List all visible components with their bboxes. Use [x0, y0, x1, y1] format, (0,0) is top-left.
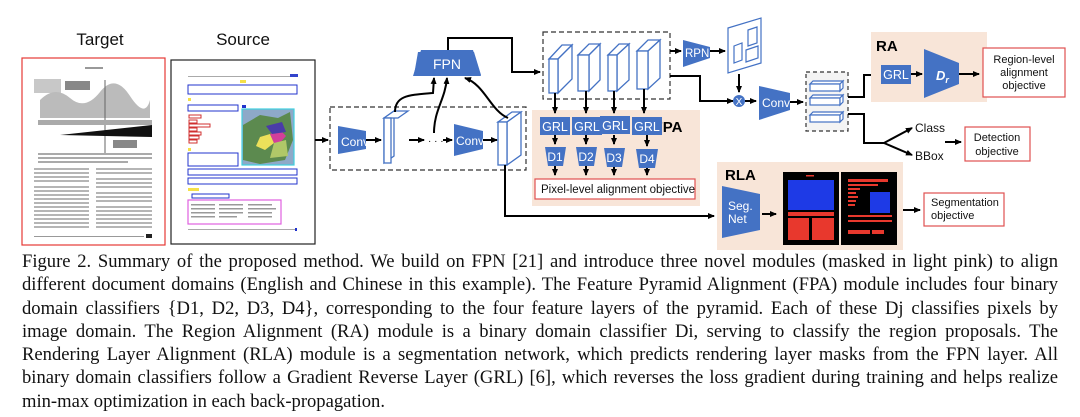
conv-block-2: Conv: [454, 124, 484, 156]
backbone-feature-map-1: [381, 109, 411, 165]
discriminator-d2: D2: [576, 147, 597, 166]
fpa-grl-2: GRL: [572, 117, 602, 135]
region-level-objective: Region-level alignment objective: [982, 47, 1066, 98]
svg-text:Region-level: Region-level: [993, 54, 1054, 66]
fpa-discriminators: D1 D2 D3 D4: [545, 147, 658, 168]
fpa-grl-1: GRL: [540, 117, 570, 135]
pyramid-level-3: [606, 42, 631, 93]
svg-text:objective: objective: [931, 210, 974, 222]
source-label: Source: [216, 30, 270, 49]
ra-title: RA: [876, 38, 898, 55]
pixel-level-objective: Pixel-level alignment objective: [534, 178, 696, 200]
segmentation-objective: Segmentation objective: [923, 192, 1005, 227]
svg-text:Segmentation: Segmentation: [931, 197, 999, 209]
pyramid-level-2: [576, 42, 602, 93]
svg-text:D1: D1: [547, 150, 563, 164]
class-label: Class: [915, 121, 945, 135]
fpa-arrows: [552, 89, 650, 176]
svg-text:D3: D3: [606, 151, 622, 165]
detection-objective: Detection objective: [964, 126, 1031, 162]
svg-text:Seg.: Seg.: [728, 199, 753, 213]
rpn-block: RPN: [683, 40, 710, 67]
conv-1-label: Conv: [341, 135, 369, 149]
conv-2-label: Conv: [456, 134, 484, 148]
backbone-box: [329, 106, 527, 171]
conv-block-1: Conv: [338, 126, 369, 154]
svg-text:GRL: GRL: [883, 68, 909, 82]
svg-text:Pixel-level alignment objectiv: Pixel-level alignment objective: [541, 184, 695, 196]
caption-line-6: binary domain classifiers follow a Gradi…: [22, 367, 1058, 389]
conv-3-label: Conv: [762, 96, 790, 110]
backbone-feature-map-2: [495, 110, 524, 167]
ellipsis: · · ·: [428, 136, 444, 147]
svg-text:Net: Net: [728, 212, 747, 226]
svg-text:D4: D4: [639, 152, 655, 166]
caption-line-3: domain classifiers {D1, D2, D3, D4}, cor…: [22, 297, 1058, 319]
discriminator-d3: D3: [604, 148, 625, 167]
pyramid-feature-maps: [547, 38, 662, 95]
figure-caption: Figure 2. Summary of the proposed method…: [22, 250, 1058, 413]
fpa-grl-blocks: GRL GRL GRL GRL: [540, 116, 662, 135]
svg-text:GRL: GRL: [634, 120, 660, 134]
multiply-node: X: [733, 95, 745, 108]
discriminator-d4: D4: [636, 149, 658, 168]
fpa-grl-4: GRL: [632, 117, 662, 135]
caption-line-2: different document domains (English and …: [22, 274, 1058, 296]
pyramid-box: [542, 31, 671, 100]
fpa-grl-3: GRL: [600, 116, 630, 134]
rpn-label: RPN: [685, 48, 709, 60]
pyramid-level-1: [547, 43, 574, 95]
source-document-thumbnail: [170, 59, 316, 245]
ra-discriminator: Dr: [924, 49, 959, 98]
svg-text:Detection: Detection: [974, 132, 1020, 144]
svg-text:D2: D2: [578, 150, 594, 164]
svg-text:alignment: alignment: [1000, 67, 1048, 79]
pyramid-level-4: [635, 38, 662, 91]
svg-text:GRL: GRL: [574, 120, 600, 134]
fpn-block: FPN: [413, 50, 481, 76]
target-label: Target: [76, 30, 124, 49]
method-diagram: Target Source: [21, 17, 1066, 250]
caption-line-5: Rendering Layer Alignment (RLA) module i…: [22, 344, 1058, 366]
region-proposals-icon: [727, 17, 762, 74]
caption-line-7: min-max optimization in each back-propag…: [22, 390, 385, 412]
ra-grl-block: GRL: [881, 65, 911, 84]
fpn-label: FPN: [433, 56, 461, 72]
svg-text:objective: objective: [1002, 80, 1045, 92]
target-document-thumbnail: [21, 57, 166, 246]
svg-text:GRL: GRL: [602, 119, 628, 133]
segmentation-mask-source: [841, 172, 897, 245]
segnet-block: Seg. Net: [722, 186, 760, 238]
rla-title: RLA: [725, 167, 756, 184]
roi-feature-vectors: [808, 79, 845, 124]
svg-text:X: X: [736, 97, 743, 108]
segmentation-mask-target: [783, 172, 839, 245]
svg-text:objective: objective: [975, 146, 1018, 158]
svg-text:Dr: Dr: [936, 68, 949, 85]
conv-block-3: Conv: [759, 86, 790, 120]
svg-text:GRL: GRL: [542, 120, 568, 134]
caption-line-1: Figure 2. Summary of the proposed method…: [22, 251, 1058, 272]
discriminator-d1: D1: [545, 147, 566, 166]
bbox-label: BBox: [915, 149, 944, 163]
caption-line-4: image domain. The Region Alignment (RA) …: [22, 320, 1058, 342]
